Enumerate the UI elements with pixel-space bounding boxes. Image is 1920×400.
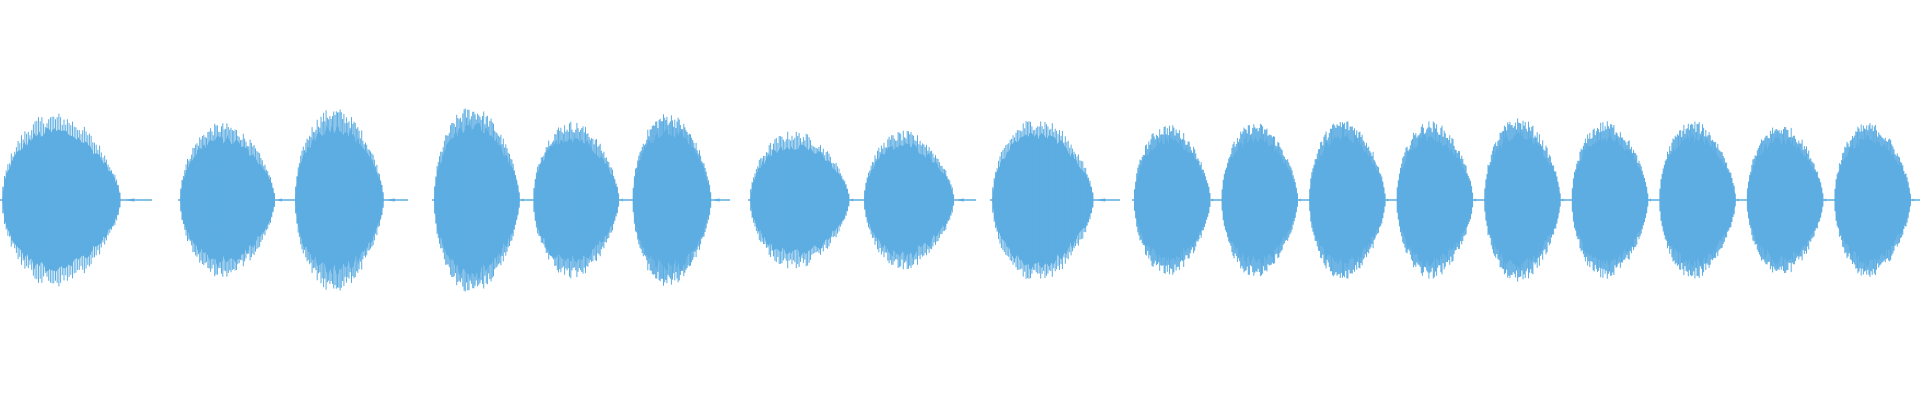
waveform-burst	[434, 108, 524, 292]
waveform-spikes	[295, 109, 384, 291]
waveform-segment	[178, 109, 408, 291]
waveform-spikes	[1746, 126, 1824, 274]
waveform-burst	[180, 123, 283, 277]
waveform-burst	[533, 121, 623, 279]
waveform-spikes	[180, 123, 275, 277]
waveform-burst	[1834, 123, 1914, 277]
waveform-burst	[632, 114, 720, 286]
waveform-burst	[992, 121, 1106, 279]
waveform-burst	[295, 109, 395, 291]
waveform-burst	[864, 130, 964, 270]
waveform-spikes	[992, 121, 1094, 279]
waveform-spikes	[1484, 118, 1561, 282]
waveform-spikes	[632, 114, 712, 286]
waveform-segment	[0, 113, 152, 287]
waveform-spikes	[2, 113, 121, 287]
waveform-burst	[1746, 126, 1826, 274]
waveform-burst	[2, 113, 135, 287]
waveform-segment	[1132, 118, 1920, 282]
waveform-burst	[1309, 121, 1389, 279]
waveform-segment	[748, 130, 976, 270]
waveform-spikes	[1221, 123, 1298, 277]
waveform-burst	[1484, 118, 1564, 282]
waveform-spikes	[434, 108, 520, 292]
waveform-spikes	[1134, 125, 1211, 275]
waveform-burst	[1134, 125, 1214, 275]
waveform-spikes	[533, 121, 620, 279]
waveform-spikes	[1571, 121, 1649, 279]
waveform-segment	[990, 121, 1120, 279]
waveform-spikes	[1396, 121, 1474, 279]
waveform-spikes	[750, 131, 850, 269]
waveform-burst	[750, 131, 854, 269]
waveform-spikes	[864, 130, 955, 270]
waveform-spikes	[1309, 121, 1386, 279]
waveform-burst	[1659, 121, 1739, 279]
waveform-burst	[1396, 121, 1476, 279]
waveform-spikes	[1834, 123, 1911, 277]
waveform-spikes	[1659, 121, 1736, 279]
waveform-burst	[1221, 123, 1301, 277]
waveform-burst	[1571, 121, 1651, 279]
waveform-segment	[432, 108, 730, 292]
